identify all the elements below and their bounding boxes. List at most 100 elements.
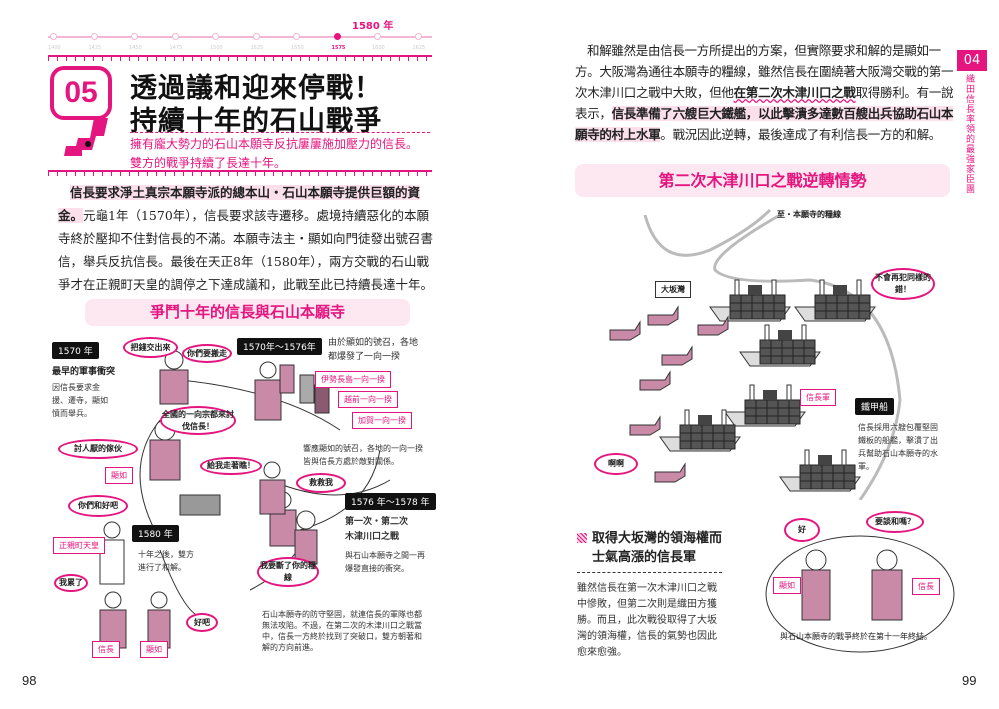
page-number-left: 98 (22, 673, 37, 688)
bubble-hate: 討人厭的傢伙 (58, 439, 138, 459)
ruler-bottom (48, 170, 432, 176)
timeline-dot (171, 33, 179, 40)
ironclad-ship (739, 324, 821, 367)
bubble-tired: 我累了 (54, 574, 88, 592)
label-kennyo: 顯如 (105, 467, 133, 484)
title-line-1: 透過議和迎來停戰！ (130, 73, 382, 104)
ironclad-ship (779, 449, 861, 492)
title-divider (130, 132, 430, 133)
bubble-help: 救救我 (296, 473, 346, 493)
ikki-echizen: 越前一向一揆 (338, 391, 398, 408)
bubble-not-again: 不會再犯同樣的錯！ (871, 268, 935, 300)
timeline-dot (212, 33, 219, 40)
bubble-wait: 給我走著瞧！ (200, 457, 262, 475)
tag-1570-1576: 1570年〜1576年 (237, 338, 322, 355)
timeline-tick-label: 1400 (48, 45, 61, 51)
ironclad-tag: 鐵甲船 (855, 398, 895, 415)
chapter-title-vertical: 織田信長率領的最強家臣團 (966, 75, 976, 195)
body-text: 信長要求淨土真宗本願寺派的總本山・石山本願寺提供巨額的資金。元龜1年（1570年… (58, 181, 434, 296)
timeline-dot (252, 33, 260, 40)
ending-caption: 與石山本願寺的戰爭終於在第十一年終結。 (780, 632, 932, 641)
timeline-bar (48, 36, 432, 38)
timeline-dot (414, 33, 422, 40)
page-number-right: 99 (962, 673, 977, 688)
conflict-illustration (99, 350, 391, 649)
body-p1: 和解雖然是由信長一方所提出的方案，但實際要求和解的是顯如一方。大阪灣為通往本願寺… (575, 43, 954, 100)
timeline-marker: 1580 年 (352, 21, 394, 32)
label-kennyo-2: 顯如 (140, 641, 168, 658)
supply-line-label: 至・本願寺的糧線 (777, 210, 841, 219)
timeline-tick-label: 1575 (331, 45, 346, 51)
bubble-agree: 好 (784, 518, 820, 542)
osaka-bay-label: 大坂灣 (655, 281, 691, 298)
subtitle-line-2: 雙方的戰爭持續了長達十年。 (130, 156, 287, 170)
label-nobunaga: 信長 (92, 641, 120, 658)
right-page: 和解雖然是由信長一方所提出的方案，但實際要求和解的是顯如一方。大阪灣為通往本願寺… (500, 0, 999, 709)
desc-1576-1578: 與石山本願寺之間一再爆發直接的衝突。 (345, 551, 425, 573)
naval-battle-map (609, 208, 902, 500)
timeline-tick-label: 1625 (412, 45, 426, 51)
timeline-tick-label: 1500 (210, 45, 223, 51)
tag-1570: 1570 年 (52, 342, 99, 359)
peace-illustration (765, 535, 955, 653)
timeline-dot (90, 33, 98, 40)
timeline-tick-label: 1450 (129, 45, 142, 51)
ironclad-ship (724, 384, 806, 427)
desc-1580: 十年之後，雙方進行了和解。 (138, 550, 194, 572)
subtitle-line-1: 擁有龐大勢力的石山本願寺反抗屢屢施加壓力的信長。 (130, 137, 419, 151)
title-line-2: 持續十年的石山戰爭 (130, 106, 382, 137)
chapter-number-badge: 05 (50, 66, 112, 120)
timeline-tick-label: 1550 (291, 45, 304, 51)
chapter-tab[interactable]: 04 (957, 50, 987, 71)
bubble-move: 你們要搬走 (182, 344, 232, 363)
desc-1570-1576: 由於顯如的號召，各地都爆發了一向一揆 (328, 338, 419, 362)
timeline-dot (374, 33, 381, 40)
sub-heading: 取得大坂灣的領海權而士氣高漲的信長軍 (592, 531, 723, 565)
ikki-ise: 伊勢長島一向一揆 (315, 371, 391, 388)
body-p2: 取得勝利。有一說表示， (575, 85, 954, 121)
hatched-square-icon (577, 533, 587, 543)
ironclad-ship (794, 279, 876, 322)
timeline-dot (333, 33, 341, 40)
note-ikki: 響應顯如的號召，各地的一向一揆皆與信長方處於敵對關係。 (303, 444, 423, 466)
tag-1580: 1580 年 (132, 525, 179, 542)
body-p3: 。戰況因此逆轉，最後達成了有利信長一方的和解。 (660, 127, 942, 142)
bubble-ah: 啊啊 (594, 453, 638, 475)
ironclad-ship (709, 279, 791, 322)
timeline-tick-label: 1475 (169, 45, 183, 51)
japan-map-icon (64, 118, 108, 156)
bubble-ok: 好吧 (186, 613, 218, 632)
left-page: 1400 1425 1450 1475 1500 1525 1550 1575 1600 1625… (0, 0, 495, 709)
ikki-kaga: 加賀一向一揆 (352, 412, 412, 429)
bubble-cut-supply: 我要斷了你的糧線 (257, 557, 319, 587)
timeline-dot (50, 33, 57, 40)
body-underline: 在第二次木津川口之戰 (733, 85, 856, 100)
timeline-dot (293, 33, 300, 40)
ironclad-ship (659, 409, 741, 452)
sub-body: 雖然信長在第一次木津川口之戰中慘敗，但第二次則是織田方獲勝。而且，此次戰役取得了… (577, 583, 717, 658)
label-kennyo-right: 顯如 (773, 577, 801, 594)
timeline-tick-label: 1600 (372, 45, 385, 51)
label-emperor: 正親町天皇 (53, 537, 105, 554)
label-nobunaga-right: 信長 (912, 578, 940, 595)
right-section-heading: 第二次木津川口之戰逆轉情勢 (575, 164, 950, 197)
tag-1576-1578: 1576 年〜1578 年 (345, 493, 436, 510)
ruler-top (48, 55, 432, 61)
nobunaga-army-label: 信長軍 (800, 389, 836, 406)
timeline-tick-label: 1525 (250, 45, 264, 51)
sub-heading-divider (577, 572, 722, 573)
bubble-reconcile: 你們和好吧 (68, 495, 128, 517)
bubble-money: 把錢交出來 (123, 337, 178, 358)
heading-1570: 最早的軍事衝突 (52, 367, 116, 377)
section-heading: 爭鬥十年的信長與石山本願寺 (85, 299, 410, 326)
timeline-tick-label: 1425 (88, 45, 102, 51)
body-rest: 元龜1年（1570年），信長要求該寺遷移。處境持續惡化的本願寺終於壓抑不住對信長… (58, 208, 434, 292)
heading-1576-1578: 第一次・第二次木津川口之戰 (345, 517, 409, 542)
right-body-text: 和解雖然是由信長一方所提出的方案，但實際要求和解的是顯如一方。大阪灣為通往本願寺… (575, 40, 957, 145)
bubble-nation: 全國的一向宗都來討伐信長！ (160, 406, 236, 435)
timeline-dot (131, 33, 138, 40)
desc-1570: 因信長要求金援、遷寺，顯如憤而舉兵。 (52, 383, 108, 418)
bottom-note: 石山本願寺的防守堅固，就連信長的軍隊也都無法攻陷。不過，在第二次的木津川口之戰當… (262, 610, 422, 652)
bubble-peace: 要談和嗎？ (866, 511, 924, 533)
ironclad-desc: 信長採用六艘包覆堅固鐵板的船艦，擊潰了出兵幫助石山本願寺的水軍。 (858, 423, 938, 471)
